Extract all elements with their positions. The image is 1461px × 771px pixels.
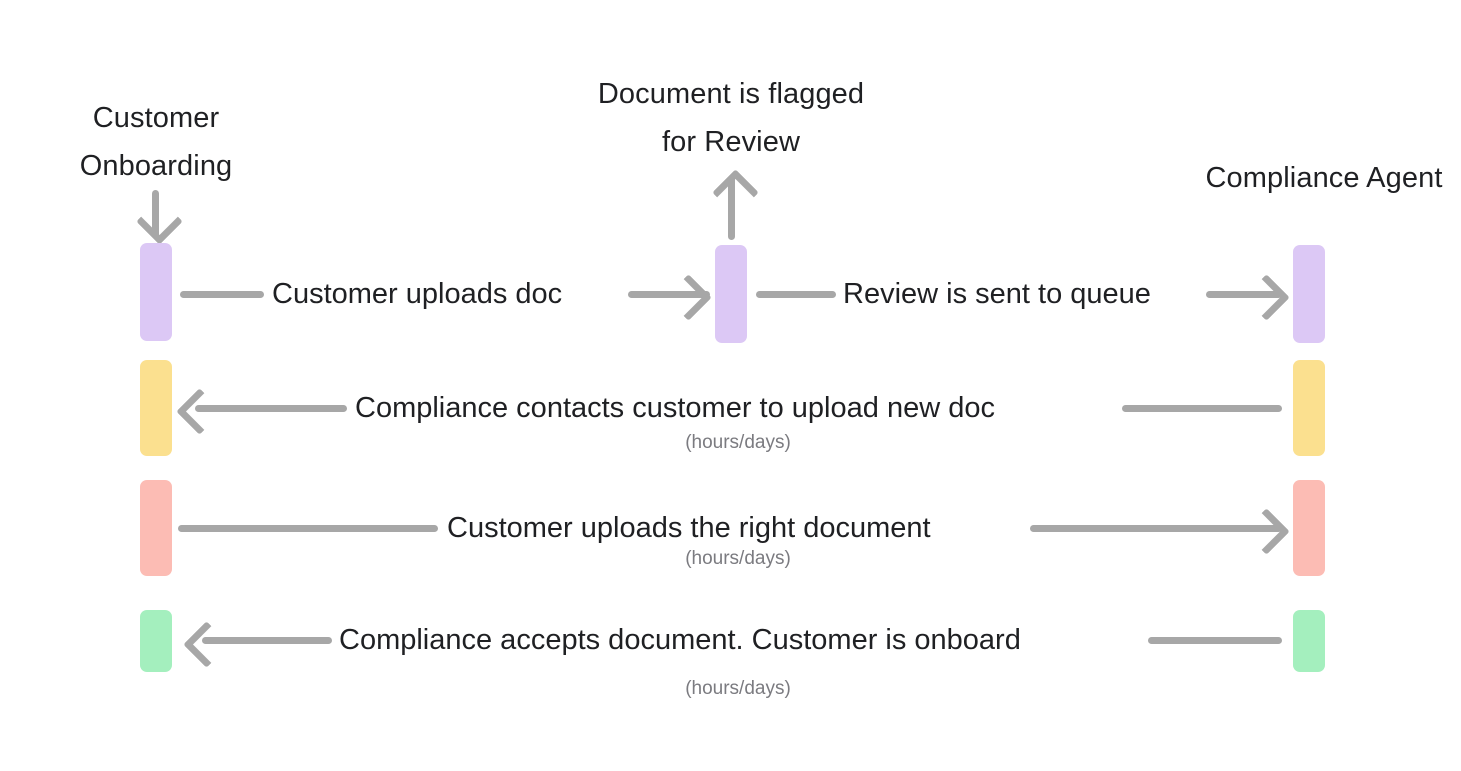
arrowhead-step-1b [1243, 274, 1290, 321]
message-label-step-1a: Customer uploads doc [272, 278, 563, 310]
message-label-step-2: Compliance contacts customer to upload n… [355, 392, 995, 424]
lifeline-bar-customer-row1 [140, 243, 172, 341]
lifeline-bar-agent-row3 [1293, 480, 1325, 576]
arrowhead-step-1a [665, 274, 712, 321]
message-label-step-3: Customer uploads the right document [447, 512, 931, 544]
lane-label-document-flagged-review: Document is flagged for Review [597, 78, 865, 158]
connector-step-4-right [1148, 637, 1282, 644]
flag-up-arrow-shaft [728, 176, 735, 240]
connector-step-3-left [178, 525, 438, 532]
entry-down-arrow-head [136, 198, 183, 245]
lifeline-bar-customer-row2 [140, 360, 172, 456]
connector-step-1a-left [180, 291, 264, 298]
message-label-step-4: Compliance accepts document. Customer is… [339, 624, 1021, 656]
lane-label-customer-onboarding: Customer Onboarding [79, 102, 233, 182]
message-label-step-1b: Review is sent to queue [843, 278, 1151, 310]
entry-down-arrow-shaft [152, 190, 159, 238]
lane-label-compliance-agent: Compliance Agent [1205, 162, 1443, 194]
lifeline-bar-agent-row2 [1293, 360, 1325, 456]
lifeline-bar-customer-row4 [140, 610, 172, 672]
lifeline-bar-agent-row1 [1293, 245, 1325, 343]
message-note-step-2: (hours/days) [685, 432, 791, 453]
connector-step-2-right [1122, 405, 1282, 412]
lifeline-bar-customer-row3 [140, 480, 172, 576]
message-note-step-3: (hours/days) [685, 548, 791, 569]
arrowhead-step-4 [183, 621, 230, 668]
connector-step-1b-left [756, 291, 836, 298]
connector-step-3-right [1030, 525, 1282, 532]
flag-up-arrow-head [712, 169, 759, 216]
lifeline-bar-agent-row4 [1293, 610, 1325, 672]
message-note-step-4: (hours/days) [685, 678, 791, 699]
connector-step-1b-right [1206, 291, 1282, 298]
arrowhead-step-3 [1243, 508, 1290, 555]
lifeline-bar-review-row1 [715, 245, 747, 343]
connector-step-2-left [195, 405, 347, 412]
connector-step-1a-right [628, 291, 710, 298]
connector-step-4-left [202, 637, 332, 644]
